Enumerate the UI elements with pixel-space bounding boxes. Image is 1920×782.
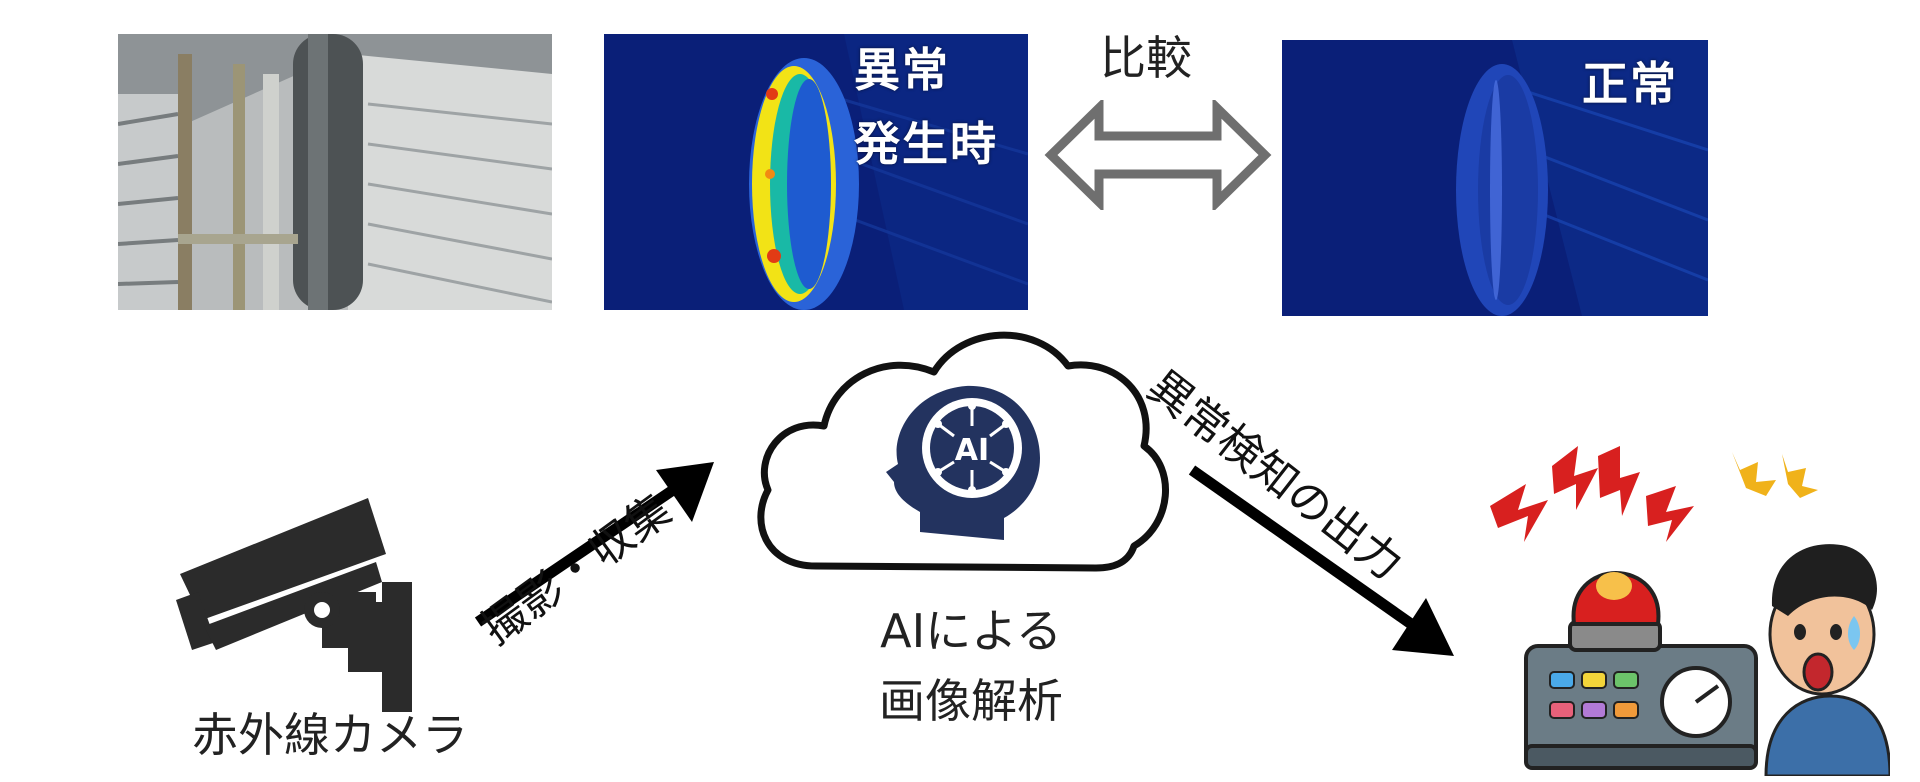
ai-badge-text: AI <box>955 433 989 468</box>
alarm-illustration <box>1490 446 1890 776</box>
comparison-label: 比較 <box>1100 31 1192 85</box>
photo-illustration <box>118 34 552 310</box>
capture-arrow-icon <box>474 462 714 627</box>
thermal-image-normal: 正常 <box>1282 40 1708 316</box>
ai-caption-line2: 画像解析 <box>879 674 1063 728</box>
normal-label: 正常 <box>1582 57 1678 111</box>
alert-spark-icon <box>1490 446 1694 542</box>
ai-caption-line1: AIによる <box>880 604 1062 658</box>
thermal-normal-illustration <box>1282 40 1708 316</box>
camera-caption: 赤外線カメラ <box>192 708 468 762</box>
abnormal-label-line2: 発生時 <box>854 117 998 171</box>
thermal-abnormal-illustration <box>604 34 1028 310</box>
output-arrow-icon <box>1188 465 1454 656</box>
thermal-image-abnormal: 異常 発生時 <box>604 34 1028 310</box>
surprise-burst-icon <box>1732 452 1818 498</box>
camera-icon <box>176 498 412 712</box>
abnormal-label-line1: 異常 <box>854 43 950 97</box>
double-arrow-icon <box>1044 100 1272 210</box>
equipment-photo <box>118 34 552 310</box>
ai-head-icon: AI <box>886 385 1040 540</box>
